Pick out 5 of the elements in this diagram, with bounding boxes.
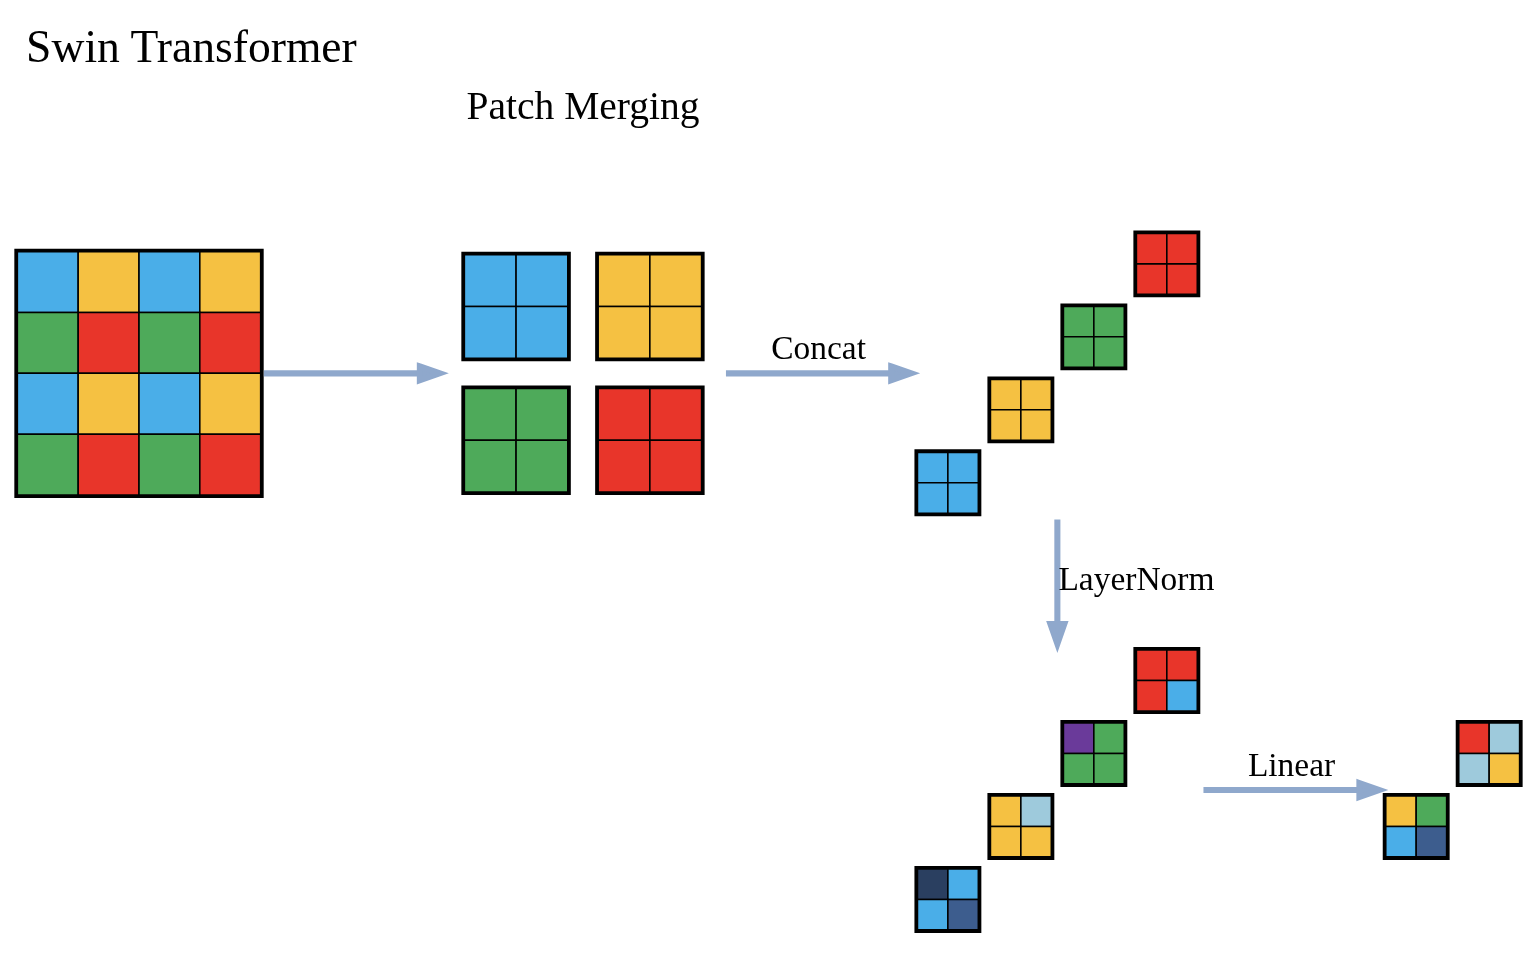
edge-label: Concat bbox=[771, 328, 867, 366]
edge-label: LayerNorm bbox=[1058, 559, 1215, 597]
edge-label: Linear bbox=[1247, 745, 1336, 783]
label: Patch Merging bbox=[466, 83, 700, 128]
diagram-title: Swin Transformer bbox=[26, 20, 357, 72]
